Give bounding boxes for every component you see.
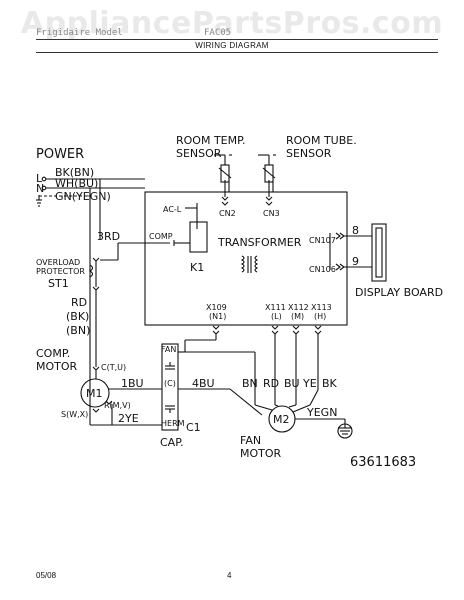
transformer-symbol: [240, 255, 259, 273]
compressor-motor: [80, 366, 113, 413]
display-board-inner: [375, 227, 383, 278]
m2-label: M2: [273, 413, 290, 426]
rd-label-1: RD: [71, 296, 87, 309]
power-n-label: N: [36, 182, 44, 195]
comp-label: COMP: [149, 232, 173, 241]
fan-wire-bu: BU: [284, 377, 300, 390]
fan-wire-ye: YE: [302, 377, 317, 390]
overload-label-2: PROTECTOR: [36, 267, 85, 276]
x112-label: X112: [288, 303, 309, 312]
x113-sub: (H): [314, 312, 326, 321]
fan-motor-label-1: FAN: [240, 434, 261, 447]
overload-label-1: OVERLOAD: [36, 258, 80, 267]
cn106-label: CN106: [309, 265, 336, 274]
comp-r-terminal: R(M,V): [104, 401, 131, 410]
m1-label: M1: [86, 387, 103, 400]
header-model-number: FAC05: [204, 28, 232, 38]
fan-wire-bn: BN: [242, 377, 258, 390]
cap-herm-label: HERM: [161, 419, 185, 428]
display-pin-9: 9: [352, 255, 359, 268]
rd-label-3: (BN): [66, 324, 90, 337]
wire-1bu-label: 1BU: [121, 377, 144, 390]
cap-fan-label: FAN: [161, 345, 176, 354]
wire-2ye-label: 2YE: [118, 412, 139, 425]
c1-label: C1: [186, 421, 201, 434]
room-tube-label-1: ROOM TUBE.: [286, 134, 357, 147]
capacitor-box: [161, 343, 179, 431]
power-terminals: [36, 176, 145, 207]
rd-label-2: (BK): [66, 310, 89, 323]
cap-c-label: (C): [164, 379, 176, 388]
room-temp-sensor: [214, 154, 232, 183]
cap-label: CAP.: [160, 436, 184, 449]
x113-label: X113: [311, 303, 332, 312]
transformer-label: TRANSFORMER: [217, 236, 302, 249]
wire-gn-label: GN(YEGN): [55, 190, 111, 203]
room-temp-label-1: ROOM TEMP.: [176, 134, 246, 147]
bottom-connectors: [212, 325, 322, 335]
x111-label: X111: [265, 303, 286, 312]
footer-date: 05/08: [36, 571, 57, 580]
cn107-label: CN107: [309, 236, 336, 245]
ac-l-label: AC-L: [163, 205, 182, 214]
header-rule-bottom: [36, 52, 438, 53]
comp-c-terminal: C(T,U): [101, 363, 126, 372]
comp-motor-label-2: MOTOR: [36, 360, 78, 373]
page-title: WIRING DIAGRAM: [195, 41, 269, 50]
x109-label: X109: [206, 303, 227, 312]
x111-sub: (L): [271, 312, 282, 321]
st1-label: ST1: [48, 277, 69, 290]
room-temp-label-2: SENSOR: [176, 147, 222, 160]
wire-bk-label: BK(BN): [55, 166, 94, 179]
room-tube-label-2: SENSOR: [286, 147, 332, 160]
control-board-box: [144, 191, 348, 326]
x109-sub: (N1): [209, 312, 226, 321]
x112-sub: (M): [291, 312, 304, 321]
fan-motor: [268, 405, 353, 439]
yegn-label: YEGN: [306, 406, 337, 419]
overload-protector: [88, 257, 100, 291]
power-l-label: L: [36, 172, 43, 185]
cn2-label: CN2: [219, 209, 236, 218]
k1-label: K1: [190, 261, 204, 274]
watermark-logo: AppliancePartsPros.com: [20, 6, 444, 41]
display-board-box: [371, 223, 387, 282]
fan-motor-label-2: MOTOR: [240, 447, 282, 460]
fan-wire-bk: BK: [322, 377, 338, 390]
room-tube-sensor: [258, 154, 276, 183]
wire-wh-label: WH(BU): [55, 177, 98, 190]
cn3-label: CN3: [263, 209, 280, 218]
power-title: POWER: [36, 147, 84, 162]
comp-motor-label-1: COMP.: [36, 347, 70, 360]
part-number: 63611683: [350, 455, 416, 470]
fan-wire-rd: RD: [263, 377, 279, 390]
display-pin-8: 8: [352, 224, 359, 237]
display-connectors: [329, 232, 372, 271]
header-rule-top: [36, 39, 438, 40]
comp-s-terminal: S(W,X): [61, 410, 88, 419]
relay-k1: [189, 221, 208, 253]
wire-3rd-label: 3RD: [97, 230, 120, 243]
display-board-label: DISPLAY BOARD: [355, 286, 443, 299]
header-model-text: Frigidaire Model: [36, 28, 123, 38]
wire-4bu-label: 4BU: [192, 377, 215, 390]
footer-page-number: 4: [227, 571, 232, 580]
